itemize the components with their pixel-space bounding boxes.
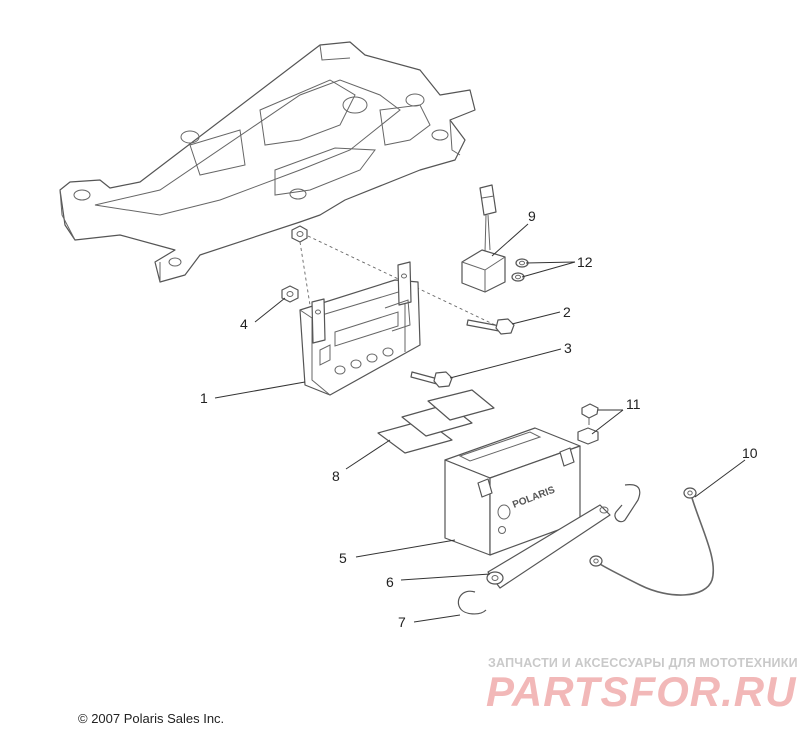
alignment-line <box>299 241 311 306</box>
callout-11: 11 <box>626 396 641 412</box>
watermark-subtitle: ЗАПЧАСТИ И АКСЕССУАРЫ ДЛЯ МОТОТЕХНИКИ <box>488 656 798 670</box>
strap-hook-upper <box>614 484 641 523</box>
callout-12: 12 <box>577 254 593 270</box>
callout-4: 4 <box>240 316 248 332</box>
callout-5: 5 <box>339 550 347 566</box>
battery-cable <box>589 487 714 596</box>
callout-7: 7 <box>398 614 406 630</box>
hold-down-strap <box>486 504 611 589</box>
frame-nut <box>291 225 308 243</box>
callout-6: 6 <box>386 574 394 590</box>
battery-pads <box>377 389 495 454</box>
callout-1: 1 <box>200 390 208 406</box>
solenoid <box>461 184 506 293</box>
strap-hook-lower <box>457 590 487 615</box>
battery: POLARIS <box>444 427 581 556</box>
terminal-hardware <box>577 403 599 445</box>
solenoid-nuts <box>511 258 529 282</box>
frame <box>59 41 476 283</box>
callout-10: 10 <box>742 445 758 461</box>
bracket-nut <box>281 285 299 303</box>
callout-9: 9 <box>528 208 536 224</box>
watermark-logo: PARTSFOR.RU <box>486 668 797 715</box>
callout-2: 2 <box>563 304 571 320</box>
copyright-notice: © 2007 Polaris Sales Inc. <box>78 711 225 726</box>
callout-labels: 1 2 3 4 5 6 7 8 9 10 11 12 <box>200 208 758 630</box>
bolt-short <box>410 371 453 388</box>
leader-lines <box>214 223 746 623</box>
bolt-long <box>466 318 515 335</box>
callout-3: 3 <box>564 340 572 356</box>
battery-bracket <box>299 261 421 396</box>
callout-8: 8 <box>332 468 340 484</box>
